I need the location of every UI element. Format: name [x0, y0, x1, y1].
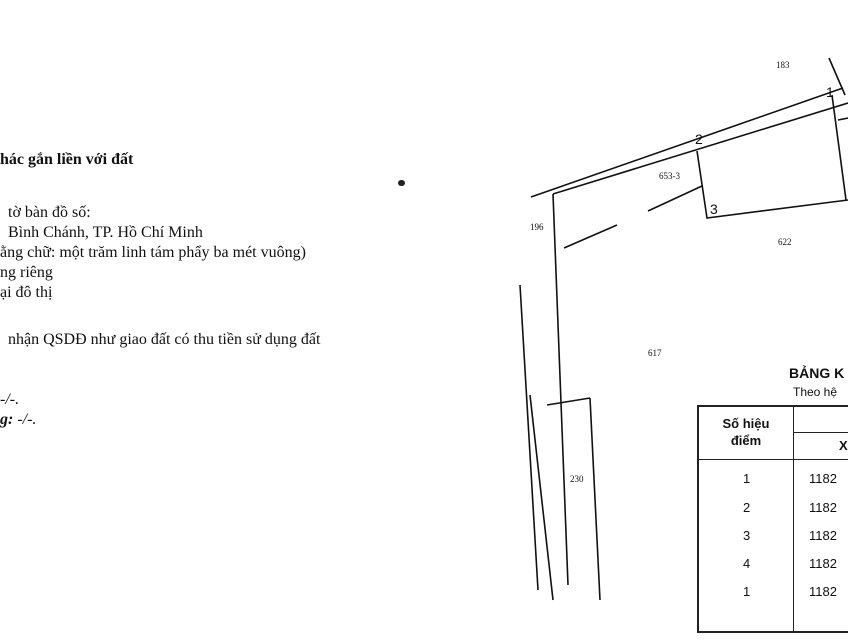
- point-number: 1: [743, 584, 751, 599]
- coordinate-table: Số hiệu điểm X 1 1182 2 1182 3 1182 4 1182 1…: [697, 405, 848, 633]
- parcel-label: 183: [776, 60, 790, 70]
- x-value: 1182: [809, 556, 837, 571]
- parcel-label: 230: [570, 474, 584, 484]
- empty-value-a: -/-.: [0, 391, 20, 408]
- usage-form-line: ng riêng: [0, 264, 53, 281]
- header-point-no: Số hiệu điểm: [699, 415, 793, 449]
- strip-left-line: [519, 284, 539, 591]
- parcel-label: 617: [648, 348, 662, 358]
- header-divider: [699, 459, 848, 460]
- parcel-622-boundary: [696, 150, 848, 219]
- parcel-right-boundary: [831, 94, 847, 201]
- x-value: 1182: [809, 471, 837, 486]
- address-line: Bình Chánh, TP. Hồ Chí Minh: [8, 224, 203, 241]
- point-number: 4: [743, 556, 751, 571]
- table-subtitle: Theo hệ: [793, 385, 838, 399]
- header-x: X: [839, 438, 848, 453]
- subheader-divider: [793, 432, 848, 433]
- column-divider: [793, 407, 794, 631]
- x-value: 1182: [809, 528, 837, 543]
- point-number: 1: [743, 471, 751, 486]
- strip-right-line: [589, 397, 601, 601]
- x-value: 1182: [809, 500, 837, 515]
- empty-value-b: g: -/-.: [0, 411, 36, 429]
- x-value: 1182: [809, 584, 837, 599]
- ink-spot: [398, 180, 405, 186]
- map-sheet-line: tờ bàn đồ số:: [8, 204, 91, 221]
- inner-line: [563, 224, 618, 249]
- area-in-words-line: ằng chữ: một trăm linh tám phẩy ba mét v…: [0, 244, 306, 261]
- table-title: BẢNG K: [789, 365, 845, 381]
- point-number: 2: [743, 500, 751, 515]
- parcel-label: 196: [530, 222, 544, 232]
- field-label: g:: [0, 411, 14, 428]
- point-label: 1: [826, 84, 834, 100]
- field-value: -/-.: [13, 411, 37, 428]
- header-point-no-line1: Số hiệu: [722, 416, 770, 431]
- road-boundary-bottom: [552, 102, 848, 195]
- parcel-left-boundary: [552, 193, 569, 586]
- section-heading: hác gắn liền với đất: [0, 151, 134, 168]
- inner-line: [837, 117, 848, 121]
- parcel-label: 653-3: [659, 171, 680, 181]
- strip-line: [529, 394, 554, 601]
- inner-line: [647, 185, 703, 212]
- boundary-183: [828, 57, 846, 96]
- origin-line: nhận QSDĐ như giao đất có thu tiền sử dụ…: [8, 331, 321, 348]
- point-number: 3: [743, 528, 751, 543]
- land-type-line: ại đô thị: [0, 284, 53, 301]
- road-boundary-top: [530, 87, 844, 198]
- header-point-no-line2: điểm: [730, 433, 762, 448]
- point-label: 2: [695, 131, 703, 147]
- strip-cross-line: [546, 397, 591, 406]
- parcel-label: 622: [778, 237, 792, 247]
- point-label: 3: [710, 201, 718, 217]
